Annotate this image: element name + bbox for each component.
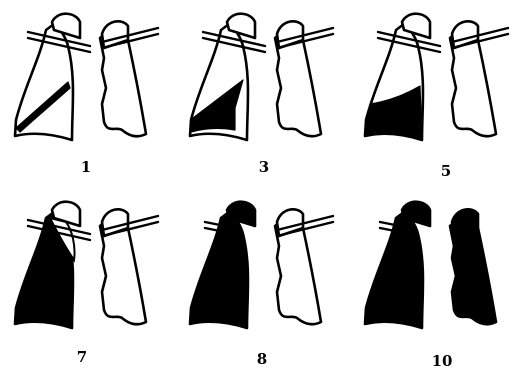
panel-label: 10 (432, 352, 453, 370)
panel-label: 3 (259, 158, 269, 176)
panel-5 (365, 14, 508, 140)
panel-8 (190, 202, 333, 328)
panel-label: 7 (77, 348, 87, 366)
panel-label: 8 (257, 350, 267, 368)
panel-7 (15, 202, 158, 328)
right-lung-outline (365, 212, 423, 328)
panel-1 (15, 14, 158, 140)
panel-label: 1 (81, 158, 91, 176)
panel-3 (190, 14, 333, 140)
panel-10 (365, 202, 496, 328)
right-lung-outline (190, 212, 248, 328)
panel-label: 5 (441, 162, 451, 180)
